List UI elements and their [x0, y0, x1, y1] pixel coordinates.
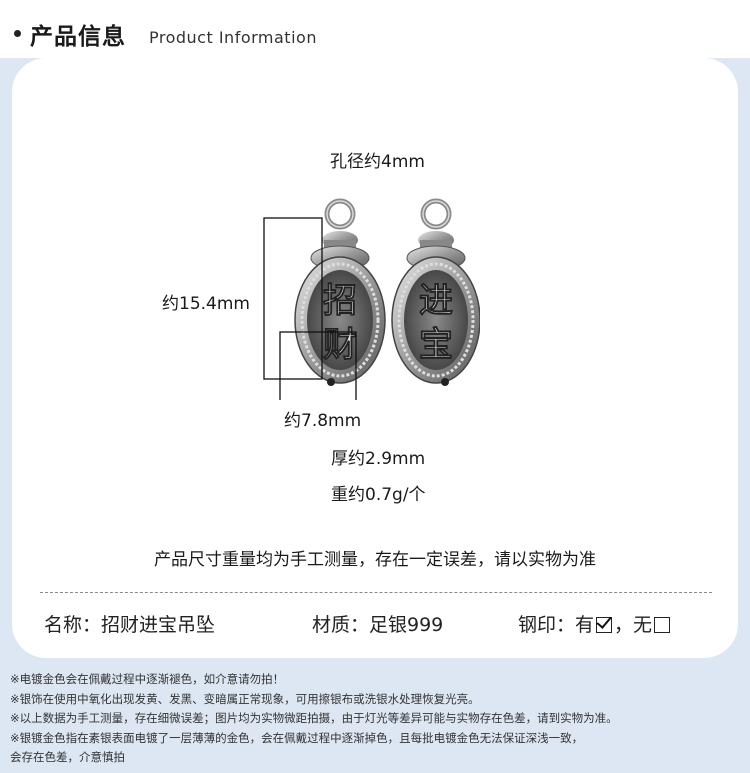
spec-stamp-sep: ，无 — [614, 614, 653, 636]
bullet-dot — [14, 30, 21, 37]
section-header: 产品信息 Product Information — [0, 0, 750, 58]
section-title-zh: 产品信息 — [30, 24, 126, 50]
pendant-right: 进 宝 — [391, 198, 480, 386]
section-title-en: Product Information — [149, 28, 317, 47]
note-item: 会存在色差，介意慎拍 — [10, 750, 125, 764]
checked-box-icon — [596, 617, 613, 633]
pendant-char-4: 宝 — [419, 325, 453, 365]
pendant-char-1: 招 — [323, 281, 357, 321]
note-item: ※银镀金色指在素银表面电镀了一层薄薄的金色，会在佩戴过程中逐渐掉色，且每批电镀金… — [10, 730, 584, 745]
pendant-photo: 招 财 进 宝 — [263, 198, 480, 400]
thickness-label: 厚约2.9mm — [331, 449, 426, 469]
divider — [40, 592, 712, 593]
spec-stamp: 钢印：有 ，无 — [518, 610, 672, 637]
height-measure-box — [263, 217, 323, 380]
empty-box-icon — [654, 617, 671, 633]
spec-name: 名称：招财进宝吊坠 — [44, 614, 216, 636]
measurement-disclaimer: 产品尺寸重量均为手工测量，存在一定误差，请以实物为准 — [154, 550, 596, 570]
note-item: ※以上数据为手工测量，存在细微误差；图片均为实物微距拍摄，由于灯光等差异可能与实… — [10, 711, 618, 725]
notes-list: ※电镀金色会在佩戴过程中逐渐褪色，如介意请勿拍！ ※银饰在使用中氧化出现发黄、发… — [10, 670, 745, 768]
note-item: ※电镀金色会在佩戴过程中逐渐褪色，如介意请勿拍！ — [10, 672, 285, 686]
spec-material: 材质：足银999 — [312, 614, 444, 636]
note-item: ※银饰在使用中氧化出现发黄、发黑、变暗属正常现象，可用擦银布或洗银水处理恢复光亮… — [10, 691, 480, 706]
width-label: 约7.8mm — [284, 411, 362, 431]
pendant-left: 招 财 — [294, 198, 386, 386]
width-measure-box — [279, 331, 357, 400]
height-label: 约15.4mm — [162, 294, 250, 314]
weight-label: 重约0.7g/个 — [331, 485, 426, 505]
pendant-char-2: 财 — [323, 325, 357, 365]
spec-stamp-label: 钢印：有 — [518, 614, 595, 636]
hole-diameter-label: 孔径约4mm — [330, 152, 425, 172]
pendant-char-3: 进 — [419, 281, 453, 321]
